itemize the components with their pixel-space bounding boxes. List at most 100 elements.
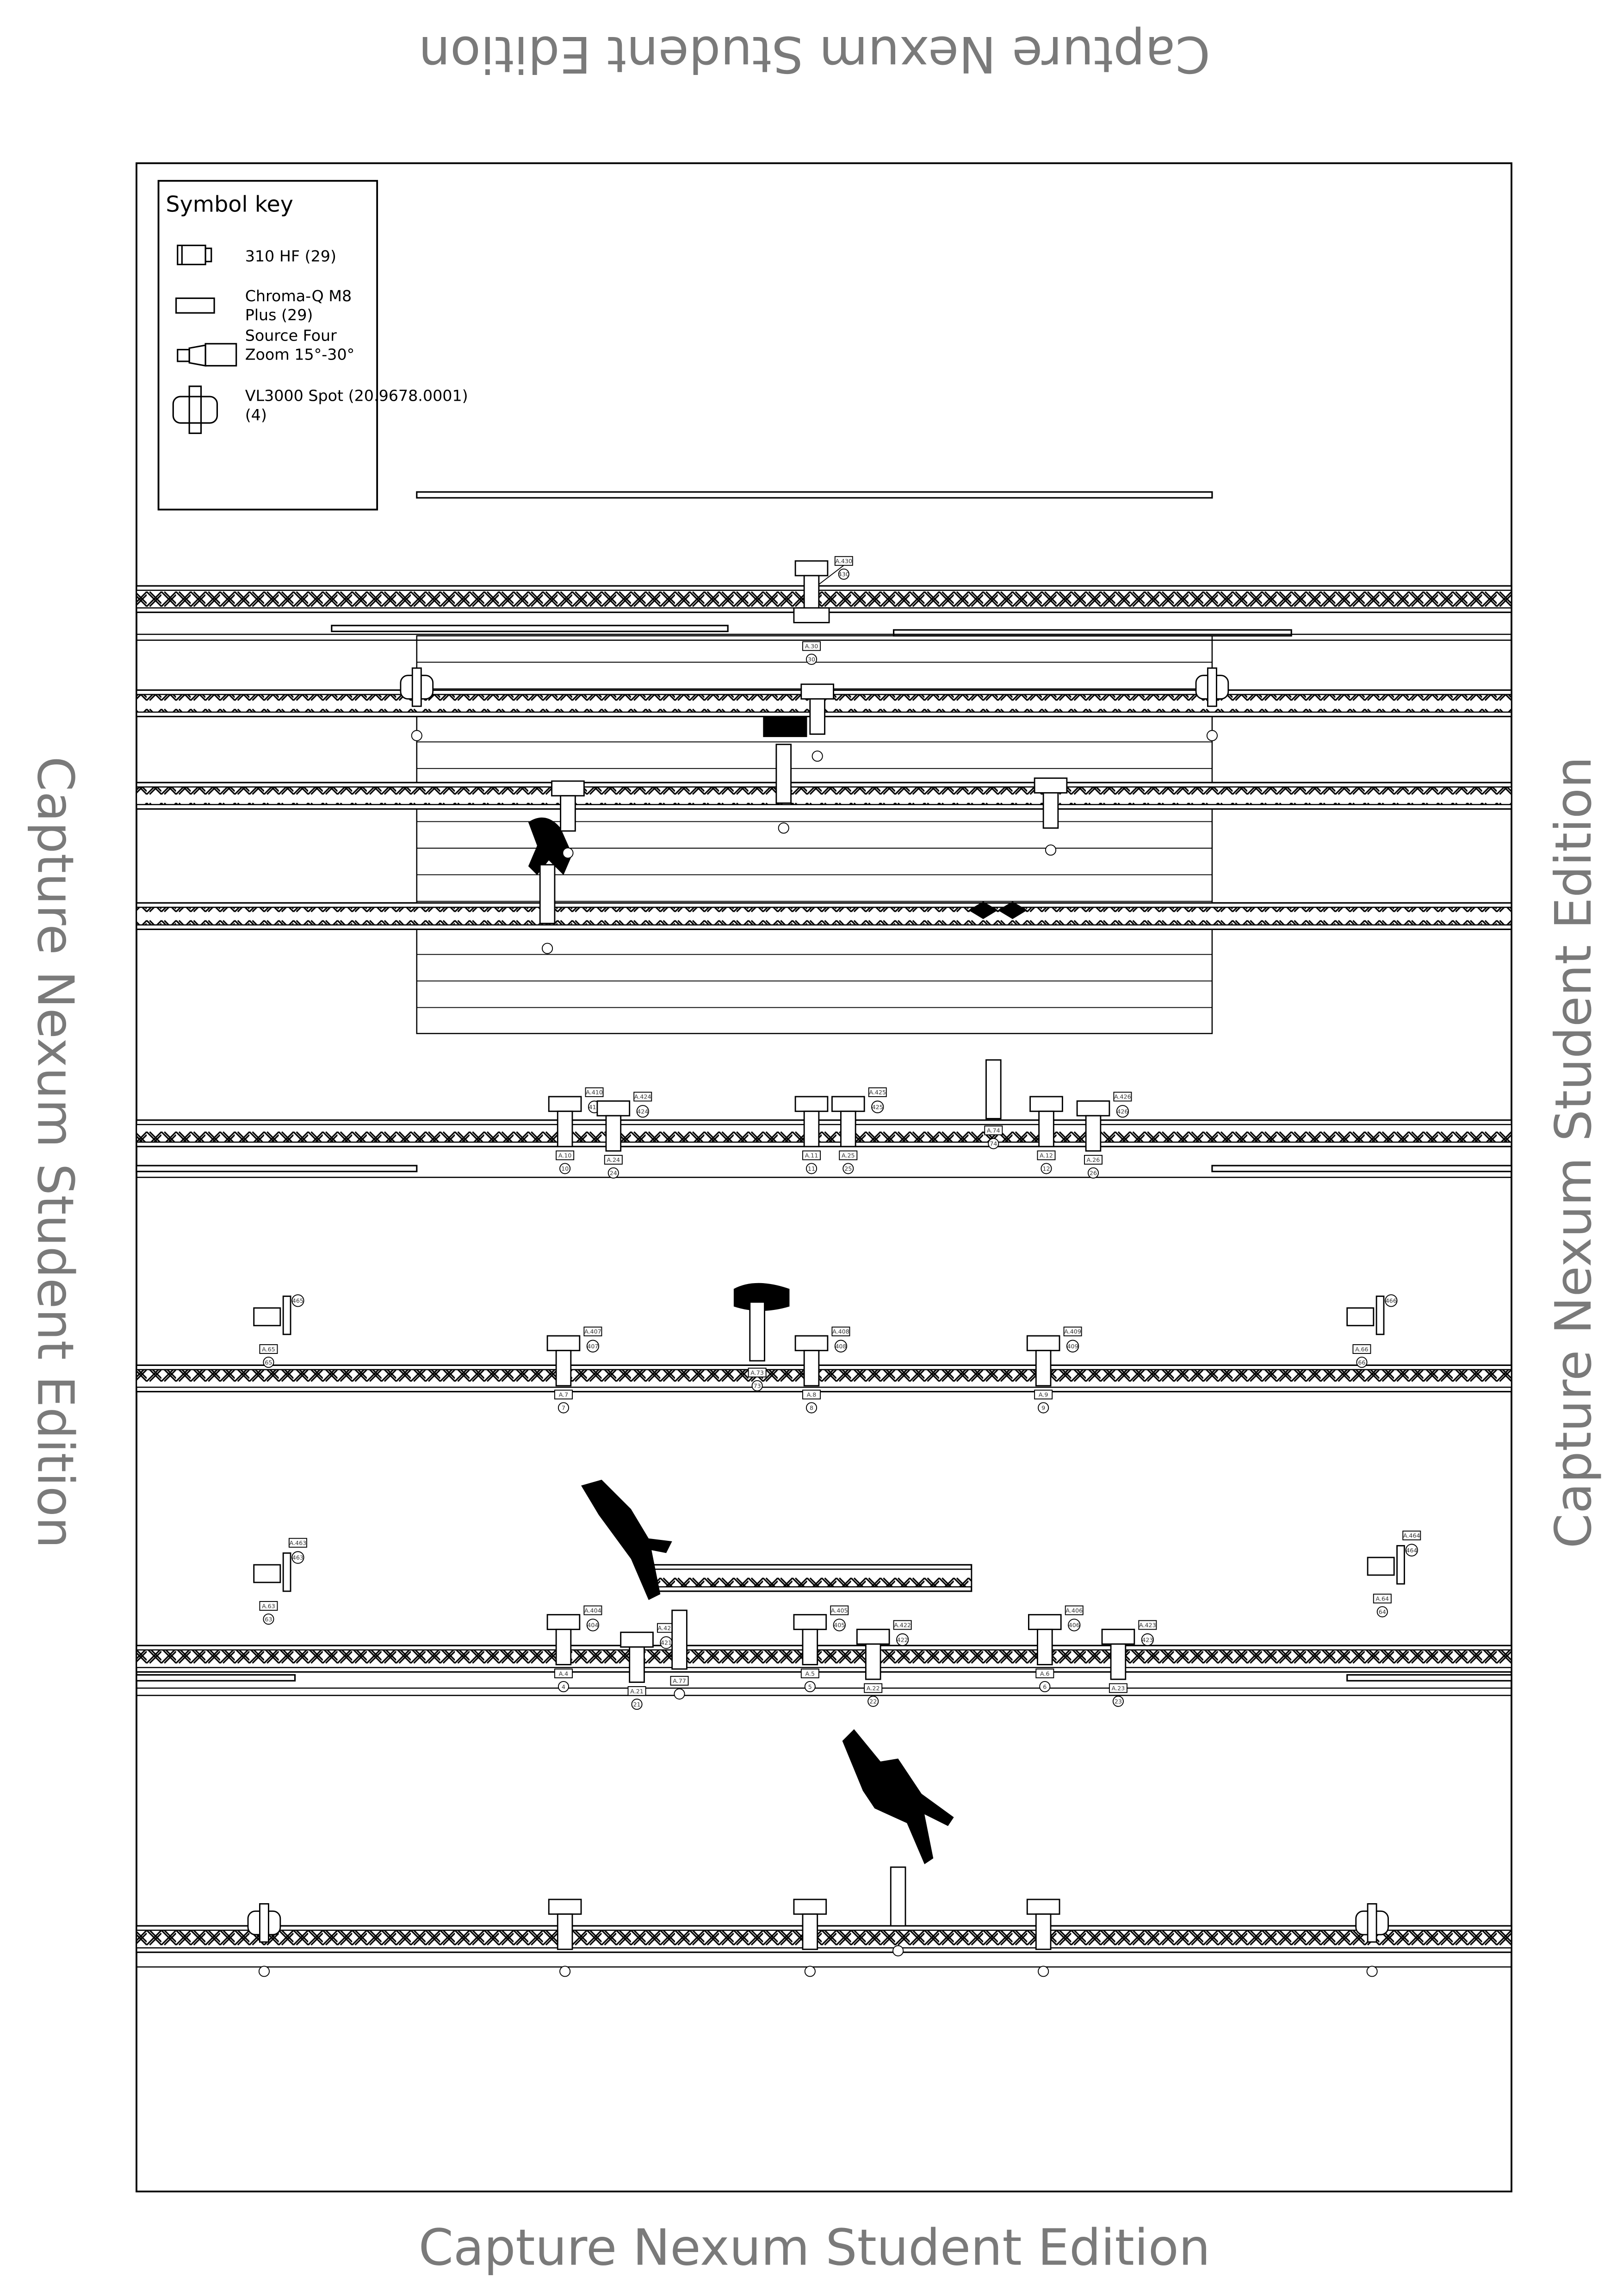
channel-circle	[871, 1100, 884, 1113]
channel-circle	[1045, 844, 1057, 856]
symbol-key-title: Symbol key	[166, 192, 293, 217]
address-label: A.426	[1114, 1093, 1131, 1100]
address-label: A.11	[805, 1152, 818, 1159]
hf-yoke-icon	[548, 1899, 582, 1915]
310-hf-icon	[803, 1350, 820, 1387]
channel-circle	[1066, 1340, 1079, 1353]
310-hf-icon	[605, 1115, 622, 1152]
fixture-vl	[400, 667, 434, 741]
310-hf-icon	[629, 1646, 645, 1683]
310-hf-icon	[1085, 1115, 1102, 1152]
key-label: (4)	[245, 406, 267, 424]
310-hf-icon	[809, 698, 825, 735]
hf-yoke-icon	[794, 560, 829, 577]
hf-yoke-icon	[1076, 1100, 1110, 1117]
key-label: VL3000 Spot (20.9678.0001)	[245, 387, 468, 405]
channel-circle	[805, 653, 818, 665]
address-label: A.21	[630, 1688, 644, 1694]
vl3000-yoke	[1367, 1903, 1377, 1943]
channel-circle	[411, 730, 422, 741]
fixture-hf	[548, 1899, 582, 1977]
fixture-s4	[775, 744, 792, 834]
channel-circle	[674, 1688, 685, 1700]
channel-circle	[805, 1163, 818, 1174]
address-label: A.423	[1139, 1622, 1156, 1629]
address-tag	[288, 1538, 307, 1548]
channel-label: 7	[562, 1404, 565, 1411]
address-tag	[554, 1390, 573, 1400]
channel-circle	[896, 1633, 909, 1646]
address-label: A.77	[673, 1677, 686, 1684]
address-label: A.424	[634, 1093, 651, 1100]
channel-circle	[586, 1340, 600, 1353]
channel-circle	[562, 847, 574, 859]
address-label: A.30	[805, 643, 818, 650]
address-tag	[839, 1150, 858, 1160]
hf-yoke-icon	[800, 683, 835, 700]
channel-circle	[263, 1613, 274, 1625]
address-tag	[1402, 1530, 1421, 1540]
hf-yoke-icon	[831, 1096, 865, 1112]
fixture-vl	[247, 1903, 281, 1977]
fixture-hf	[1026, 1899, 1060, 1977]
channel-circle	[833, 1619, 846, 1632]
channel-label: 422	[897, 1636, 908, 1643]
symbol-key: Symbol key 310 HF (29) Chroma-Q M8 Plus …	[157, 180, 468, 511]
chroma-q-m8-icon	[175, 297, 215, 314]
address-tag	[556, 1150, 575, 1160]
310-hf-icon	[1346, 1307, 1375, 1327]
channel-label: 404	[587, 1622, 598, 1629]
address-tag	[1109, 1683, 1127, 1693]
channel-label: 463	[292, 1554, 304, 1561]
address-tag	[800, 1669, 819, 1678]
hf-yoke-icon	[546, 1335, 581, 1352]
address-label: A.408	[832, 1328, 849, 1335]
person-silhouette	[842, 1729, 954, 1864]
channel-label: 12	[1042, 1165, 1050, 1172]
truss-lattice	[136, 1369, 1512, 1388]
channel-circle	[558, 1681, 570, 1693]
address-tag	[1065, 1605, 1084, 1615]
fixture-side-bracket	[1396, 1545, 1405, 1585]
channel-circle	[559, 1966, 571, 1977]
watermark-top: Capture Nexum Student Edition	[419, 25, 1210, 83]
address-tag	[585, 1087, 604, 1097]
310-hf-icon	[253, 1307, 281, 1327]
address-label: A.404	[584, 1607, 601, 1614]
channel-label: 10	[561, 1165, 569, 1172]
address-label: A.73	[750, 1369, 764, 1376]
hf-yoke-icon	[794, 1335, 829, 1352]
hf-yoke-icon	[1026, 1335, 1060, 1352]
address-label: A.430	[835, 558, 852, 565]
address-label: A.66	[1355, 1346, 1369, 1353]
address-tag	[633, 1092, 652, 1102]
channel-circle	[263, 1357, 274, 1368]
address-label: A.5	[805, 1670, 815, 1677]
channel-label: 6	[1043, 1683, 1047, 1690]
address-tag	[1063, 1327, 1082, 1336]
person-silhouette	[581, 1479, 672, 1600]
fixture-side-bracket	[282, 1295, 291, 1335]
channel-label: 22	[869, 1698, 877, 1705]
address-tag	[802, 1390, 821, 1400]
310-hf-icon	[1367, 1557, 1395, 1576]
source-four-icon	[749, 1301, 765, 1362]
address-tag	[1034, 1390, 1053, 1400]
key-label: 310 HF (29)	[245, 247, 336, 265]
vl3000-spot-icon	[172, 385, 218, 434]
address-tag	[1037, 1150, 1056, 1160]
address-label: A.23	[1112, 1685, 1125, 1692]
fixture-vl	[1195, 667, 1229, 741]
channel-label: 11	[808, 1165, 815, 1172]
address-tag	[554, 1669, 573, 1678]
channel-label: 409	[1067, 1343, 1078, 1350]
channel-label: 23	[1115, 1698, 1122, 1705]
310-hf-icon	[557, 1913, 573, 1950]
fixtures: A.430430A.3030A.1010A.410410A.2424A.4244…	[247, 556, 1421, 1977]
